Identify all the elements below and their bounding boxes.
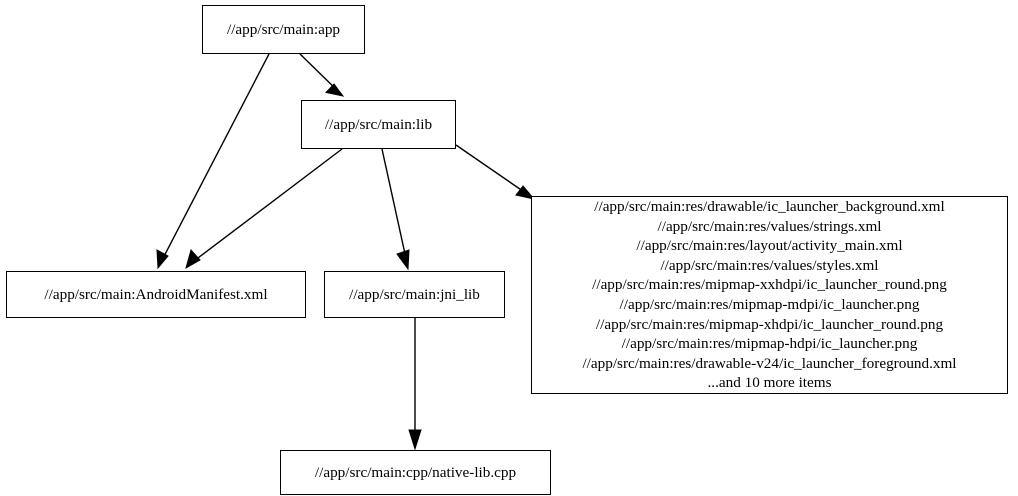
arrowhead-app-to-lib (325, 83, 345, 97)
edge-app-to-androidmanifest (156, 53, 270, 270)
arrowhead-lib-to-jnilib (396, 249, 410, 271)
arrowhead-jnilib-to-nativelib (408, 429, 422, 451)
edge-app-to-lib (299, 53, 345, 97)
graph-node-resources[interactable]: //app/src/main:res/drawable/ic_launcher_… (531, 196, 1008, 394)
edge-lib-to-androidmanifest (185, 148, 343, 270)
graph-node-native-lib[interactable]: //app/src/main:cpp/native-lib.cpp (280, 450, 551, 495)
graph-node-lib[interactable]: //app/src/main:lib (301, 100, 456, 149)
graph-node-resources-label: //app/src/main:res/drawable/ic_launcher_… (582, 198, 957, 392)
edge-line-lib-to-jnilib (381, 148, 408, 264)
graph-node-app[interactable]: //app/src/main:app (202, 5, 365, 54)
edge-line-app-to-androidmanifest (159, 53, 270, 265)
graph-node-lib-label: //app/src/main:lib (324, 115, 433, 133)
graph-node-android-manifest[interactable]: //app/src/main:AndroidManifest.xml (6, 271, 306, 318)
graph-node-jni-lib[interactable]: //app/src/main:jni_lib (324, 271, 505, 318)
edge-line-lib-to-androidmanifest (189, 148, 343, 265)
arrowhead-lib-to-androidmanifest (185, 248, 201, 270)
edge-line-app-to-lib (299, 53, 342, 95)
edge-line-lib-to-resources (455, 144, 531, 197)
edge-lib-to-jnilib (381, 148, 410, 271)
graph-node-app-label: //app/src/main:app (226, 20, 341, 38)
arrowhead-app-to-androidmanifest (156, 249, 169, 270)
graph-node-native-lib-label: //app/src/main:cpp/native-lib.cpp (314, 463, 517, 481)
graph-node-android-manifest-label: //app/src/main:AndroidManifest.xml (44, 285, 268, 303)
edge-lib-to-resources (455, 144, 536, 200)
graph-node-jni-lib-label: //app/src/main:jni_lib (349, 285, 480, 303)
edge-jnilib-to-nativelib (408, 318, 422, 451)
